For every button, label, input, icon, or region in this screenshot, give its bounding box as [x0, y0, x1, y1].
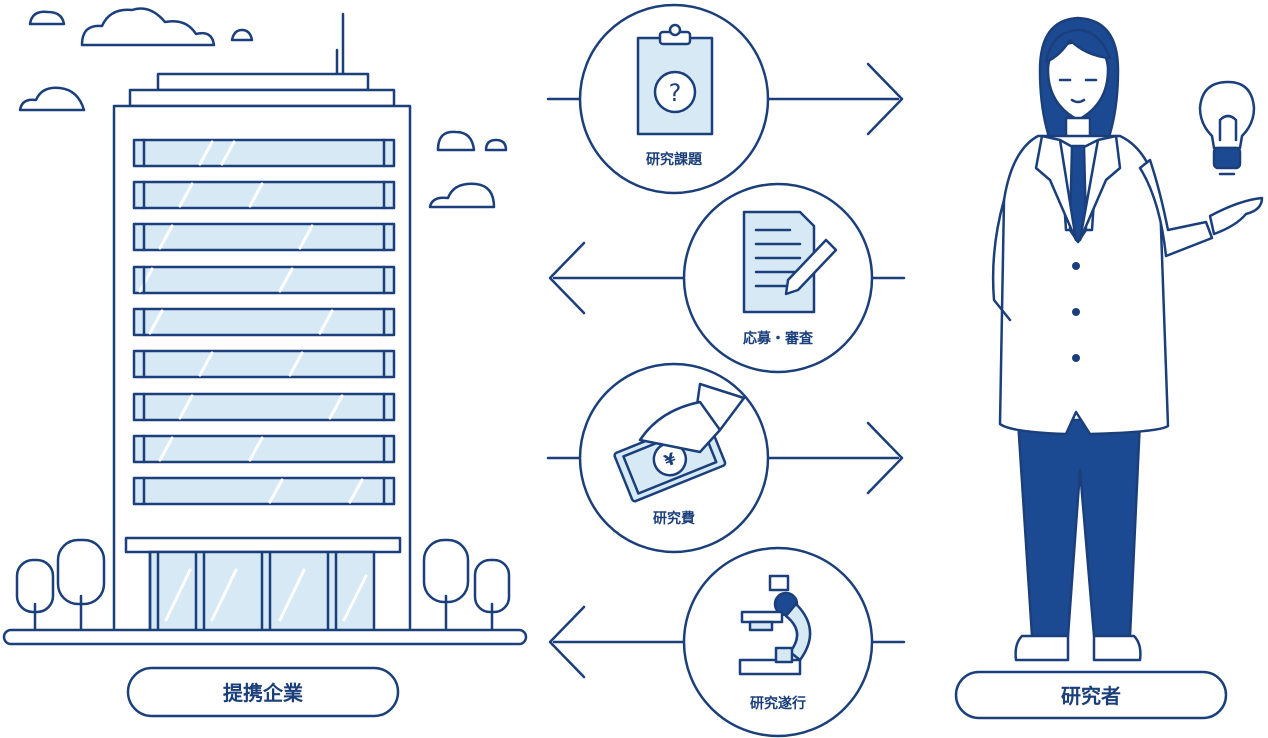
yen-bill-hand-icon: ¥: [613, 382, 746, 503]
researcher-label: 研究者: [1061, 684, 1121, 708]
trees: [2, 538, 528, 646]
company-building: [112, 12, 412, 634]
flow-4: 研究遂行: [548, 546, 906, 738]
clipboard-question-icon: ?: [636, 23, 714, 136]
flow-2-label: 応募・審査: [743, 330, 814, 347]
building-windows: [132, 138, 396, 506]
clouds: [18, 7, 508, 209]
researcher-figure: [991, 16, 1264, 662]
flow-1: ? 研究課題: [546, 3, 904, 195]
researcher-label-pill: 研究者: [954, 670, 1228, 720]
flow-2: 応募・審査: [548, 182, 906, 374]
flow-3-label: 研究費: [653, 510, 695, 527]
flow-1-label: 研究課題: [646, 151, 703, 168]
company-label: 提携企業: [223, 681, 304, 705]
company-label-pill: 提携企業: [126, 666, 400, 718]
microscope-icon: [738, 574, 812, 676]
svg-text:?: ?: [669, 79, 682, 107]
flow-3: ¥ 研究費: [546, 362, 904, 554]
document-pen-icon: [742, 210, 838, 314]
lightbulb-icon: [1198, 80, 1256, 176]
flow-4-label: 研究遂行: [750, 695, 806, 712]
